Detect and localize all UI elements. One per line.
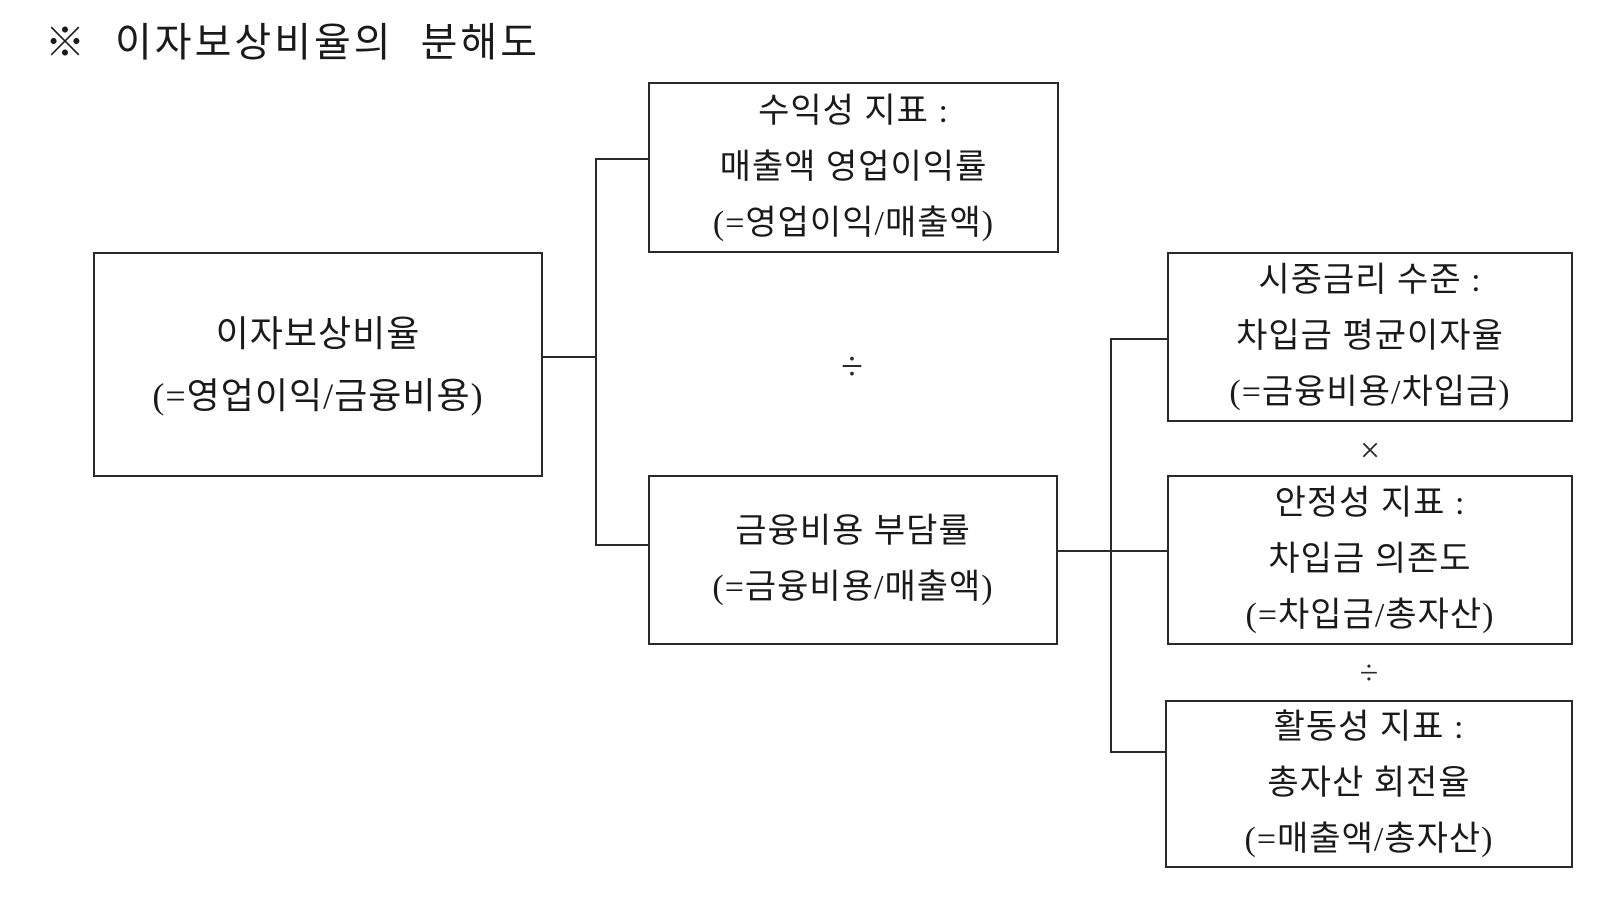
box-profitability-indicator: 수익성 지표 : 매출액 영업이익률 (=영업이익/매출액) <box>648 82 1059 253</box>
box-interest-coverage-ratio: 이자보상비율 (=영업이익/금융비용) <box>93 252 543 477</box>
box-market-interest-rate: 시중금리 수준 : 차입금 평균이자율 (=금융비용/차입금) <box>1167 252 1573 422</box>
box-activity-indicator: 활동성 지표 : 총자산 회전율 (=매출액/총자산) <box>1165 700 1573 868</box>
box-line: 매출액 영업이익률 <box>719 148 988 186</box>
box-line: 안정성 지표 : <box>1274 485 1466 522</box>
multiply-operator: × <box>1359 430 1381 470</box>
box-line: 활동성 지표 : <box>1273 709 1465 746</box>
box-line: 이자보상비율 <box>215 313 421 354</box>
connector-right-vertical <box>1110 338 1112 753</box>
box-formula: (=영업이익/금융비용) <box>152 375 484 416</box>
diagram-title: ※ 이자보상비율의 분해도 <box>45 20 540 65</box>
box-line: 총자산 회전율 <box>1267 765 1471 802</box>
connector-right-top-branch <box>1110 338 1167 340</box>
divide-operator-middle: ÷ <box>841 343 863 389</box>
box-formula: (=금융비용/매출액) <box>712 569 994 606</box>
box-line: 금융비용 부담률 <box>735 513 971 550</box>
connector-left-vertical <box>595 158 597 546</box>
box-line: 수익성 지표 : <box>758 92 949 130</box>
box-formula: (=금융비용/차입금) <box>1229 374 1511 411</box>
divide-operator-right: ÷ <box>1359 655 1379 692</box>
box-line: 차입금 평균이자율 <box>1236 318 1504 355</box>
box-stability-indicator: 안정성 지표 : 차입금 의존도 (=차입금/총자산) <box>1167 475 1573 645</box>
connector-root-stub <box>543 356 597 358</box>
box-formula: (=매출액/총자산) <box>1244 821 1494 858</box>
connector-right-bottom-branch <box>1110 751 1167 753</box>
box-financial-cost-burden: 금융비용 부담률 (=금융비용/매출액) <box>648 475 1058 645</box>
connector-left-bottom-branch <box>595 544 648 546</box>
connector-burden-stub <box>1058 550 1167 552</box>
connector-left-top-branch <box>595 158 648 160</box>
box-formula: (=차입금/총자산) <box>1245 597 1495 634</box>
box-line: 차입금 의존도 <box>1268 541 1472 578</box>
box-formula: (=영업이익/매출액) <box>712 204 995 242</box>
box-line: 시중금리 수준 : <box>1258 262 1482 299</box>
